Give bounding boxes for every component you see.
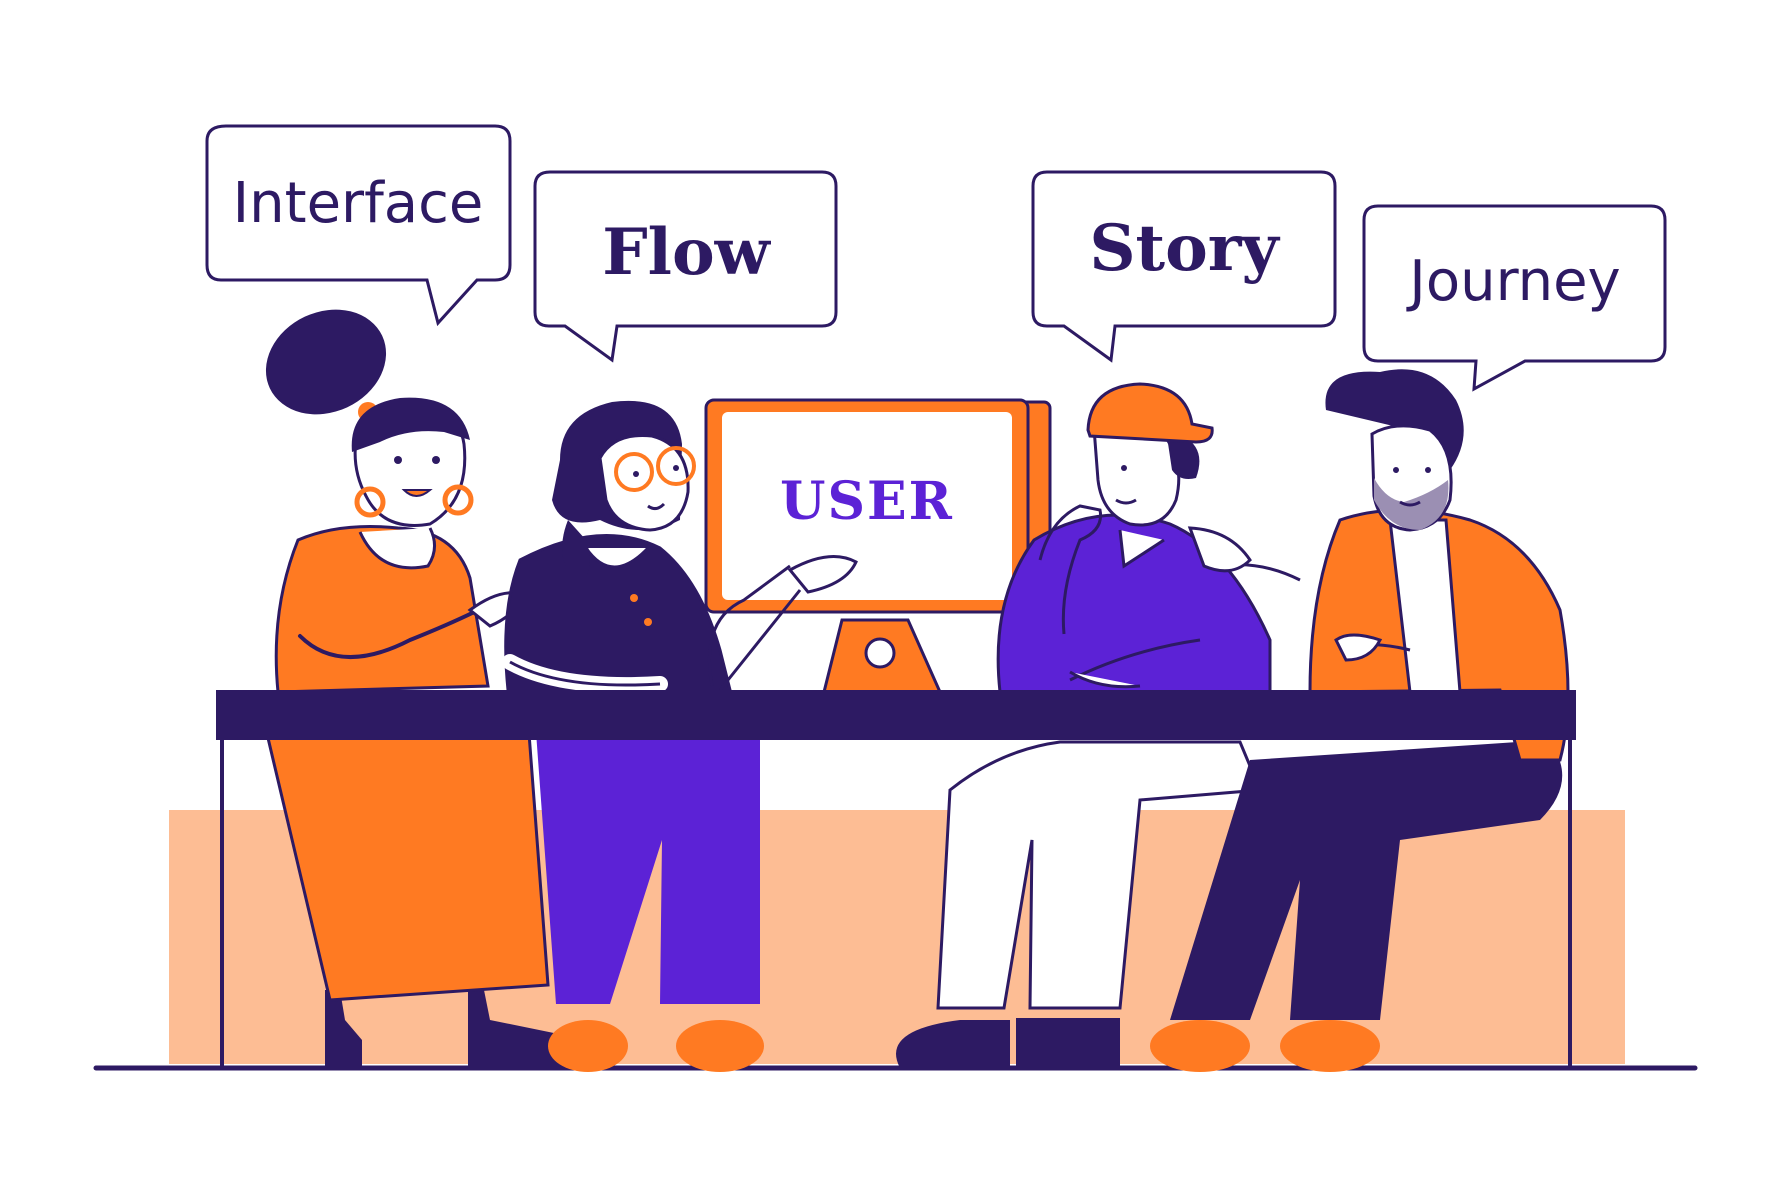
glasses-right bbox=[656, 446, 696, 486]
bubble-text-journey: Journey bbox=[1406, 249, 1620, 314]
bubble-text-flow: Flow bbox=[602, 215, 771, 290]
speech-bubble-story: Story bbox=[1031, 170, 1337, 363]
speech-bubble-journey: Journey bbox=[1362, 204, 1667, 392]
person-woman-glasses bbox=[502, 400, 858, 1072]
bubble-text-interface: Interface bbox=[233, 171, 484, 236]
table-top bbox=[216, 690, 1576, 740]
table bbox=[216, 690, 1576, 1068]
person-woman-bun bbox=[265, 309, 588, 1068]
monitor-stand-knob bbox=[864, 637, 896, 669]
monitor-screen bbox=[722, 412, 1012, 600]
cap bbox=[1086, 382, 1214, 444]
speech-bubble-interface: Interface bbox=[205, 124, 512, 327]
monitor-screen-text: USER bbox=[780, 471, 954, 532]
speech-bubble-flow: Flow bbox=[533, 170, 838, 363]
earring-left bbox=[354, 486, 386, 518]
hair-bun bbox=[265, 309, 387, 415]
earring-right bbox=[442, 484, 474, 516]
bubble-text-story: Story bbox=[1089, 211, 1280, 286]
glasses-left bbox=[614, 452, 654, 492]
